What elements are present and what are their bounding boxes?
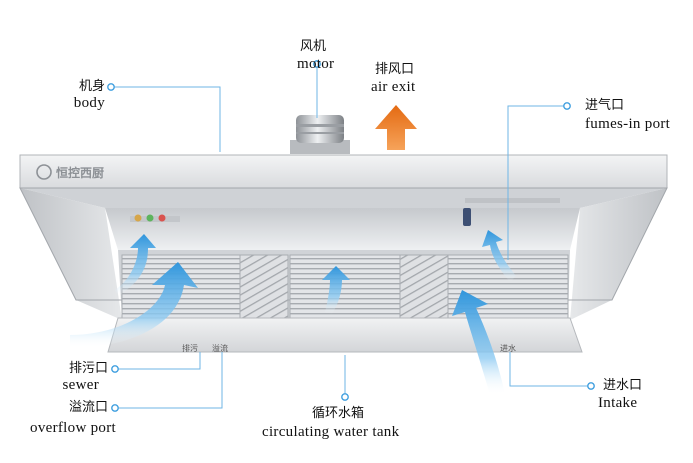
label-fumes-in-en: fumes-in port — [585, 116, 671, 132]
airflow-arrow-icon — [452, 290, 505, 395]
label-water-tank-zh: 循环水箱 — [312, 406, 365, 421]
leader-dots — [107, 60, 595, 412]
leader-dot-icon — [111, 365, 119, 373]
label-sewer-zh: 排污口 — [68, 361, 108, 376]
label-air-exit-zh: 排风口 — [375, 62, 415, 77]
label-motor-en: motor — [297, 56, 335, 72]
brand-text: 恒控西厨 — [56, 165, 104, 180]
label-motor-zh: 风机 — [300, 39, 327, 54]
filter-panels — [121, 254, 569, 319]
label-intake-zh: 进水口 — [603, 378, 643, 393]
leader-dot-icon — [313, 60, 321, 68]
label-body-zh: 机身 — [78, 79, 105, 94]
label-overflow-en: overflow port — [30, 420, 116, 436]
panel-text-sewer: 排污 — [182, 343, 198, 353]
motor — [290, 115, 350, 154]
label-air-exit-en: air exit — [371, 79, 416, 95]
leader-dot-icon — [107, 83, 115, 91]
label-intake-en: Intake — [598, 395, 638, 411]
airflow-arrows — [70, 230, 516, 395]
airflow-arrow-icon — [322, 266, 350, 314]
label-water-tank-en: circulating water tank — [262, 424, 400, 440]
airflow-arrow-icon — [70, 262, 198, 348]
airflow-arrow-icon — [115, 234, 156, 296]
water-trough: 排污 溢流 进水 — [107, 317, 583, 353]
label-sewer-en: sewer — [62, 377, 99, 393]
leader-dot-icon — [563, 102, 571, 110]
panel-text-intake: 进水 — [500, 343, 516, 353]
label-body-en: body — [73, 95, 105, 111]
brand-logo: 恒控西厨 — [36, 164, 104, 180]
panel-text-overflow: 溢流 — [212, 343, 228, 353]
label-overflow-zh: 溢流口 — [68, 400, 108, 415]
leader-lines — [111, 64, 591, 409]
air-exit-arrow-icon — [375, 105, 417, 150]
leader-dot-icon — [587, 382, 595, 390]
airflow-arrow-icon — [482, 230, 516, 282]
leader-dot-icon — [341, 393, 349, 401]
leader-dot-icon — [111, 404, 119, 412]
label-fumes-in-zh: 进气口 — [585, 98, 625, 113]
